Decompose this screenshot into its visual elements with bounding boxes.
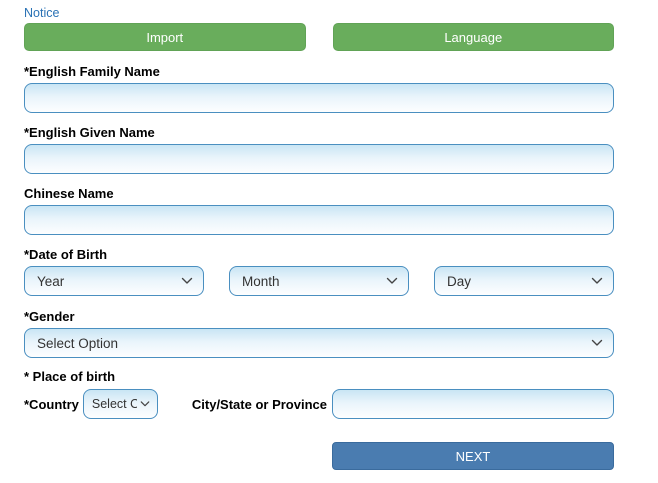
month-select-value: Month: [242, 274, 382, 289]
date-of-birth-group: *Date of Birth Year Month Day: [24, 248, 614, 296]
date-of-birth-label: *Date of Birth: [24, 248, 614, 262]
english-family-name-label: *English Family Name: [24, 65, 614, 79]
chinese-name-label: Chinese Name: [24, 187, 614, 201]
chevron-down-icon: [140, 401, 150, 408]
country-label: *Country: [24, 397, 79, 412]
chevron-down-icon: [591, 277, 603, 285]
chinese-name-input[interactable]: [24, 205, 614, 235]
year-select[interactable]: Year: [24, 266, 204, 296]
country-select[interactable]: Select Option: [83, 389, 158, 419]
english-given-name-group: *English Given Name: [24, 126, 614, 174]
day-select-value: Day: [447, 274, 587, 289]
year-select-value: Year: [37, 274, 177, 289]
month-select[interactable]: Month: [229, 266, 409, 296]
english-family-name-input[interactable]: [24, 83, 614, 113]
gender-group: *Gender Select Option: [24, 310, 614, 358]
chevron-down-icon: [386, 277, 398, 285]
country-row: *Country Select Option City/State or Pro…: [24, 389, 614, 419]
place-of-birth-label: * Place of birth: [24, 370, 614, 384]
chevron-down-icon: [591, 339, 603, 347]
gender-select[interactable]: Select Option: [24, 328, 614, 358]
english-given-name-input[interactable]: [24, 144, 614, 174]
language-button[interactable]: Language: [333, 23, 615, 51]
city-state-province-label: City/State or Province: [192, 397, 327, 412]
notice-link[interactable]: Notice: [24, 6, 59, 20]
import-button[interactable]: Import: [24, 23, 306, 51]
country-select-value: Select Option: [92, 397, 137, 411]
gender-label: *Gender: [24, 310, 614, 324]
date-of-birth-row: Year Month Day: [24, 266, 614, 296]
registration-form-page: Notice Import Language *English Family N…: [24, 4, 614, 470]
chinese-name-group: Chinese Name: [24, 187, 614, 235]
english-family-name-group: *English Family Name: [24, 65, 614, 113]
gender-select-value: Select Option: [37, 336, 587, 351]
top-button-row: Import Language: [24, 23, 614, 51]
english-given-name-label: *English Given Name: [24, 126, 614, 140]
city-state-province-input[interactable]: [332, 389, 614, 419]
day-select[interactable]: Day: [434, 266, 614, 296]
chevron-down-icon: [181, 277, 193, 285]
next-button[interactable]: NEXT: [332, 442, 614, 470]
